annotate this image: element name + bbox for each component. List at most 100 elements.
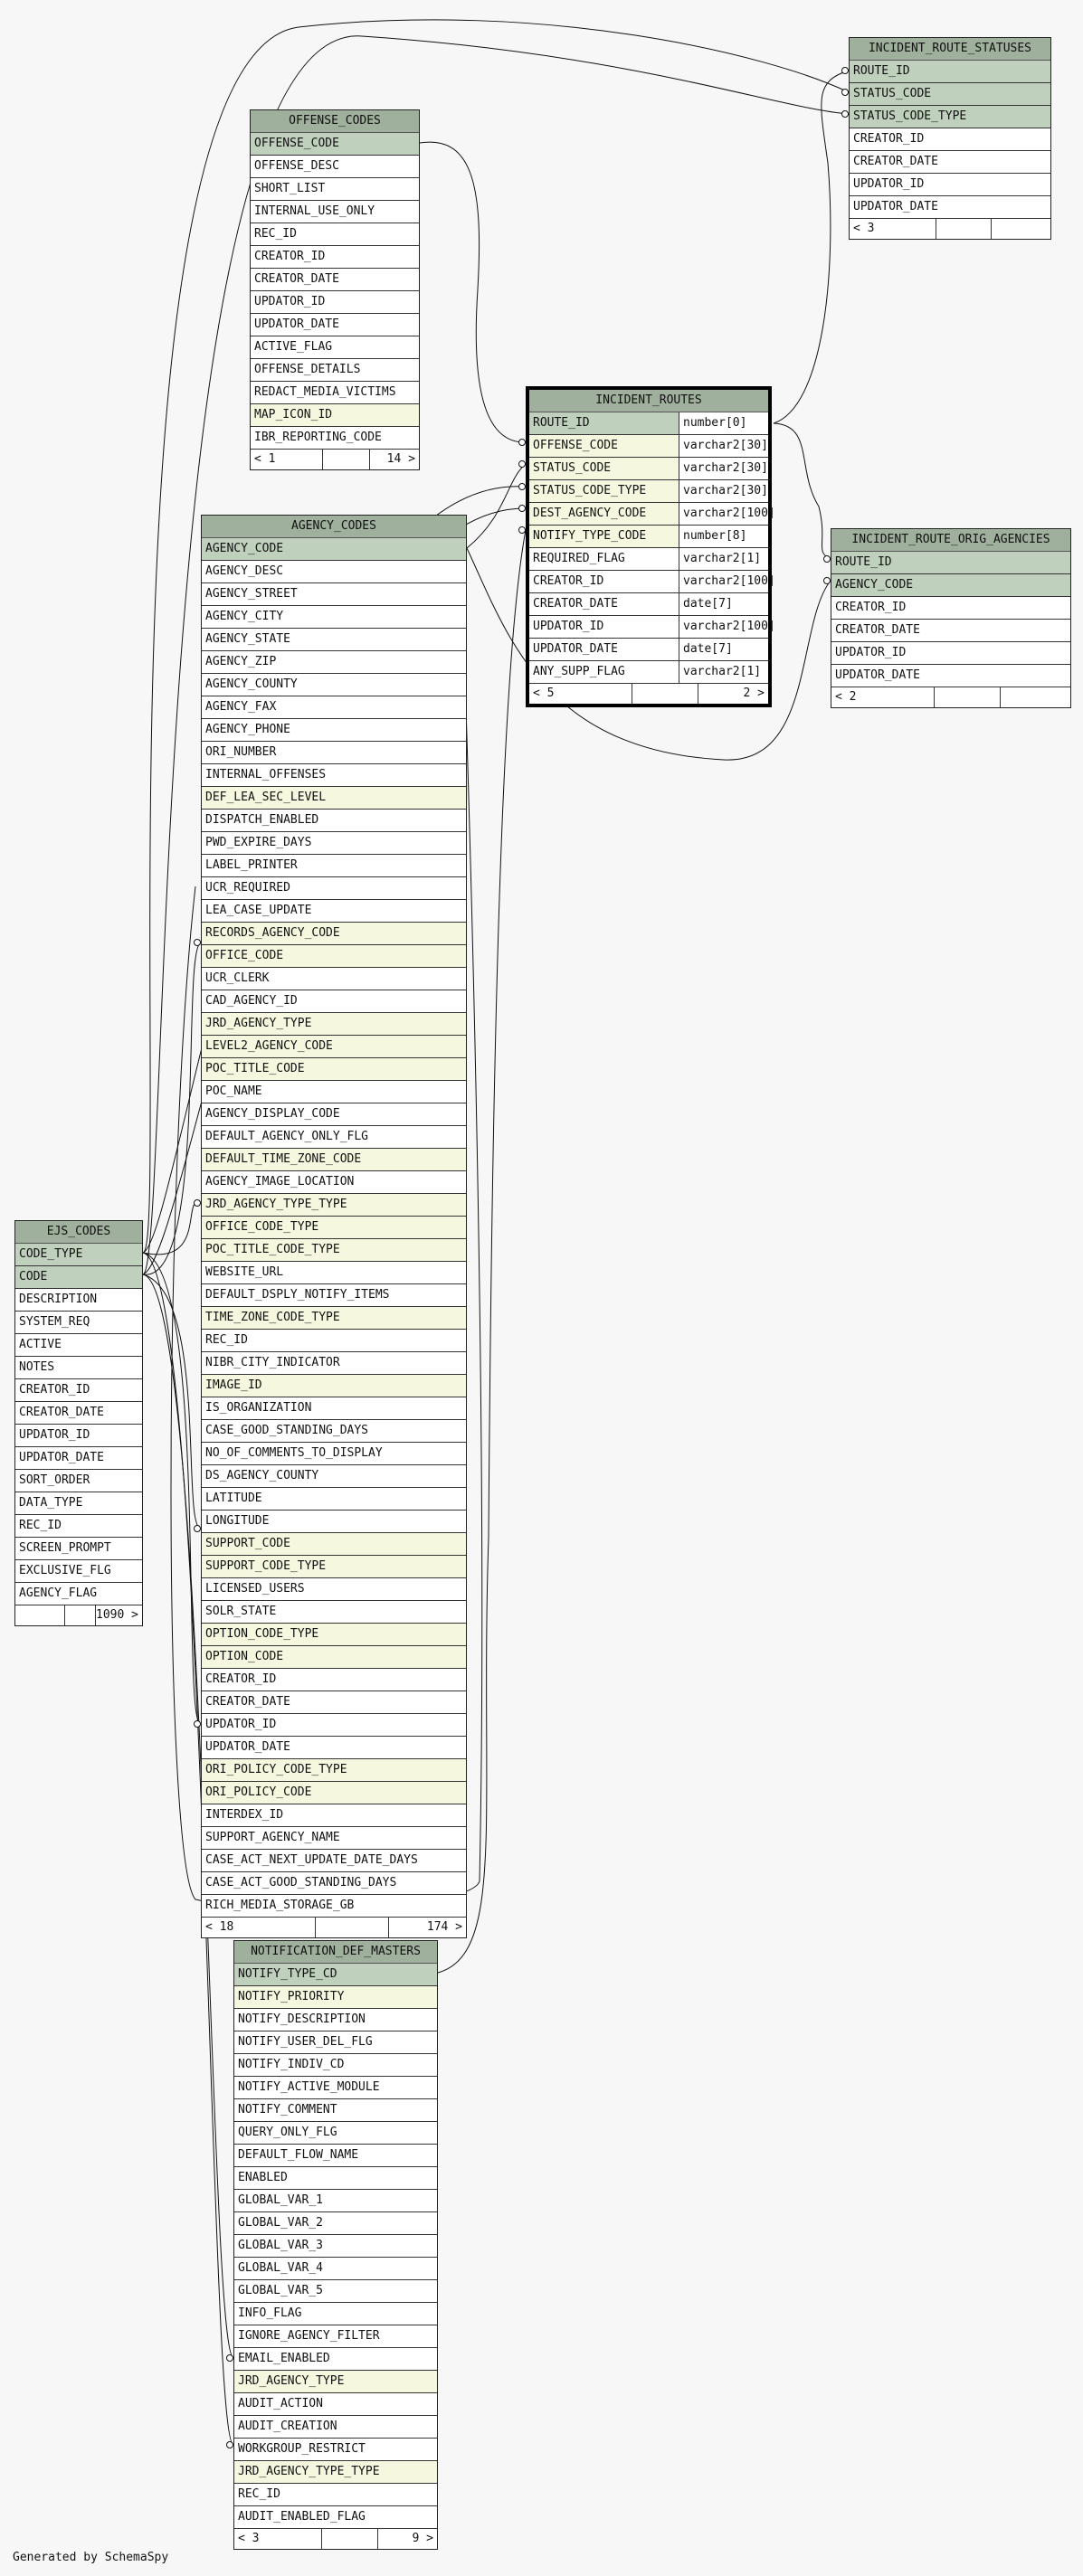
column-global-var-3[interactable]: GLOBAL_VAR_3 [234,2235,437,2258]
column-jrd-agency-type[interactable]: JRD_AGENCY_TYPE [202,1013,466,1036]
column-agency-image-location[interactable]: AGENCY_IMAGE_LOCATION [202,1171,466,1194]
column-records-agency-code[interactable]: RECORDS_AGENCY_CODE [202,923,466,945]
rows-count[interactable] [991,219,1050,239]
column-agency-county[interactable]: AGENCY_COUNTY [202,674,466,696]
parents-count[interactable]: < 2 [835,690,857,704]
rows-count[interactable]: 1090 > [95,1605,142,1625]
column-nibr-city-indicator[interactable]: NIBR_CITY_INDICATOR [202,1352,466,1375]
column-agency-zip[interactable]: AGENCY_ZIP [202,651,466,674]
column-jrd-agency-type-type[interactable]: JRD_AGENCY_TYPE_TYPE [202,1194,466,1217]
column-poc-name[interactable]: POC_NAME [202,1081,466,1103]
column-no-of-comments-to-display[interactable]: NO_OF_COMMENTS_TO_DISPLAY [202,1443,466,1465]
column-enabled[interactable]: ENABLED [234,2167,437,2190]
column-offense-desc[interactable]: OFFENSE_DESC [251,156,419,178]
column-cad-agency-id[interactable]: CAD_AGENCY_ID [202,990,466,1013]
column-default-time-zone-code[interactable]: DEFAULT_TIME_ZONE_CODE [202,1149,466,1171]
column-data-type[interactable]: DATA_TYPE [15,1492,142,1515]
column-short-list[interactable]: SHORT_LIST [251,178,419,201]
column-notify-indiv-cd[interactable]: NOTIFY_INDIV_CD [234,2054,437,2077]
column-system-req[interactable]: SYSTEM_REQ [15,1312,142,1334]
column-creator-date[interactable]: CREATOR_DATE [15,1402,142,1425]
column-audit-action[interactable]: AUDIT_ACTION [234,2393,437,2416]
children-count[interactable] [631,684,698,704]
children-count[interactable] [314,1918,389,1937]
column-active-flag[interactable]: ACTIVE_FLAG [251,336,419,359]
column-notes[interactable]: NOTES [15,1357,142,1379]
column-email-enabled[interactable]: EMAIL_ENABLED [234,2348,437,2371]
column-poc-title-code-type[interactable]: POC_TITLE_CODE_TYPE [202,1239,466,1262]
column-agency-state[interactable]: AGENCY_STATE [202,629,466,651]
column-offense-code[interactable]: OFFENSE_CODE [251,133,419,156]
column-option-code[interactable]: OPTION_CODE [202,1646,466,1669]
column-map-icon-id[interactable]: MAP_ICON_ID [251,404,419,427]
rows-count[interactable]: 2 > [698,684,768,704]
column-route-id[interactable]: ROUTE_ID [831,552,1070,574]
column-updator-id[interactable]: UPDATOR_ID [251,291,419,314]
column-image-id[interactable]: IMAGE_ID [202,1375,466,1397]
column-jrd-agency-type[interactable]: JRD_AGENCY_TYPE [234,2371,437,2393]
column-agency-code[interactable]: AGENCY_CODE [831,574,1070,597]
column-office-code-type[interactable]: OFFICE_CODE_TYPE [202,1217,466,1239]
rows-count[interactable]: 9 > [376,2529,437,2549]
column-rec-id[interactable]: REC_ID [251,223,419,246]
column-lea-case-update[interactable]: LEA_CASE_UPDATE [202,900,466,923]
column-office-code[interactable]: OFFICE_CODE [202,945,466,968]
column-agency-code[interactable]: AGENCY_CODE [202,538,466,561]
children-count[interactable] [322,450,368,469]
column-agency-flag[interactable]: AGENCY_FLAG [15,1583,142,1605]
column-agency-display-code[interactable]: AGENCY_DISPLAY_CODE [202,1103,466,1126]
column-ucr-required[interactable]: UCR_REQUIRED [202,877,466,900]
parents-count[interactable]: < 18 [205,1920,234,1934]
column-poc-title-code[interactable]: POC_TITLE_CODE [202,1058,466,1081]
column-global-var-5[interactable]: GLOBAL_VAR_5 [234,2280,437,2303]
column-status-code[interactable]: STATUS_CODE [850,83,1050,106]
column-active[interactable]: ACTIVE [15,1334,142,1357]
column-default-agency-only-flg[interactable]: DEFAULT_AGENCY_ONLY_FLG [202,1126,466,1149]
rows-count[interactable]: 14 > [368,450,419,469]
column-creator-date[interactable]: CREATOR_DATE [251,269,419,291]
column-code-type[interactable]: CODE_TYPE [15,1244,142,1266]
column-def-lea-sec-level[interactable]: DEF_LEA_SEC_LEVEL [202,787,466,810]
column-updator-id[interactable]: UPDATOR_ID [15,1425,142,1447]
children-count[interactable] [63,1605,95,1625]
rows-count[interactable] [1000,687,1070,707]
column-rec-id[interactable]: REC_ID [202,1330,466,1352]
column-notify-comment[interactable]: NOTIFY_COMMENT [234,2099,437,2122]
column-code[interactable]: CODE [15,1266,142,1289]
parents-count[interactable]: < 1 [254,452,276,466]
column-creator-date[interactable]: CREATOR_DATE [850,151,1050,174]
column-updator-date[interactable]: UPDATOR_DATE [251,314,419,336]
column-updator-id[interactable]: UPDATOR_ID [202,1714,466,1737]
column-ignore-agency-filter[interactable]: IGNORE_AGENCY_FILTER [234,2325,437,2348]
column-pwd-expire-days[interactable]: PWD_EXPIRE_DAYS [202,832,466,855]
column-global-var-4[interactable]: GLOBAL_VAR_4 [234,2258,437,2280]
column-rec-id[interactable]: REC_ID [15,1515,142,1538]
column-workgroup-restrict[interactable]: WORKGROUP_RESTRICT [234,2439,437,2461]
column-query-only-flg[interactable]: QUERY_ONLY_FLG [234,2122,437,2145]
column-status-code-type[interactable]: STATUS_CODE_TYPE [850,106,1050,128]
column-level2-agency-code[interactable]: LEVEL2_AGENCY_CODE [202,1036,466,1058]
column-agency-phone[interactable]: AGENCY_PHONE [202,719,466,742]
column-website-url[interactable]: WEBSITE_URL [202,1262,466,1284]
children-count[interactable] [935,219,992,239]
column-support-agency-name[interactable]: SUPPORT_AGENCY_NAME [202,1827,466,1850]
column-default-dsply-notify-items[interactable]: DEFAULT_DSPLY_NOTIFY_ITEMS [202,1284,466,1307]
column-option-code-type[interactable]: OPTION_CODE_TYPE [202,1624,466,1646]
column-time-zone-code-type[interactable]: TIME_ZONE_CODE_TYPE [202,1307,466,1330]
parents-count[interactable]: < 3 [853,222,875,235]
column-updator-date[interactable]: UPDATOR_DATE [831,665,1070,687]
column-internal-use-only[interactable]: INTERNAL_USE_ONLY [251,201,419,223]
column-support-code[interactable]: SUPPORT_CODE [202,1533,466,1556]
column-audit-creation[interactable]: AUDIT_CREATION [234,2416,437,2439]
